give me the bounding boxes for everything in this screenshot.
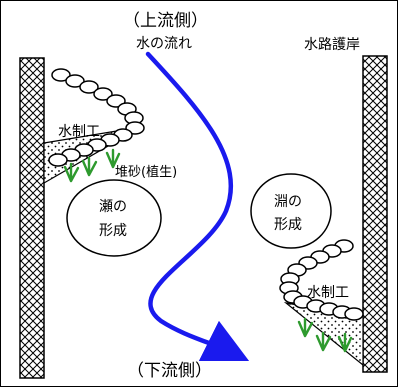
sediment-label: 堆砂(植生) <box>115 165 177 180</box>
left-groyne <box>48 68 145 167</box>
right-groyne <box>279 239 364 321</box>
rapids-label-line2: 形成 <box>99 223 127 239</box>
left-wall <box>19 57 45 379</box>
pool-label-line1: 淵の <box>274 194 302 210</box>
left-vegetation <box>63 148 121 183</box>
revetment-label: 水路護岸 <box>304 37 360 53</box>
upstream-label: （上流側） <box>123 11 208 31</box>
pool-label-line2: 形成 <box>274 217 302 233</box>
right-vegetation <box>297 317 353 353</box>
downstream-label: （下流側） <box>127 361 212 381</box>
rapids-circle <box>66 179 162 257</box>
rapids-label-line1: 瀬の <box>99 199 127 215</box>
pool-circle <box>250 173 332 249</box>
right-wall <box>362 55 388 373</box>
flow-arrow <box>145 51 250 362</box>
groyne-right-label: 水制工 <box>307 285 349 301</box>
groyne-left-label: 水制工 <box>58 124 100 140</box>
flow-label: 水の流れ <box>136 36 192 52</box>
